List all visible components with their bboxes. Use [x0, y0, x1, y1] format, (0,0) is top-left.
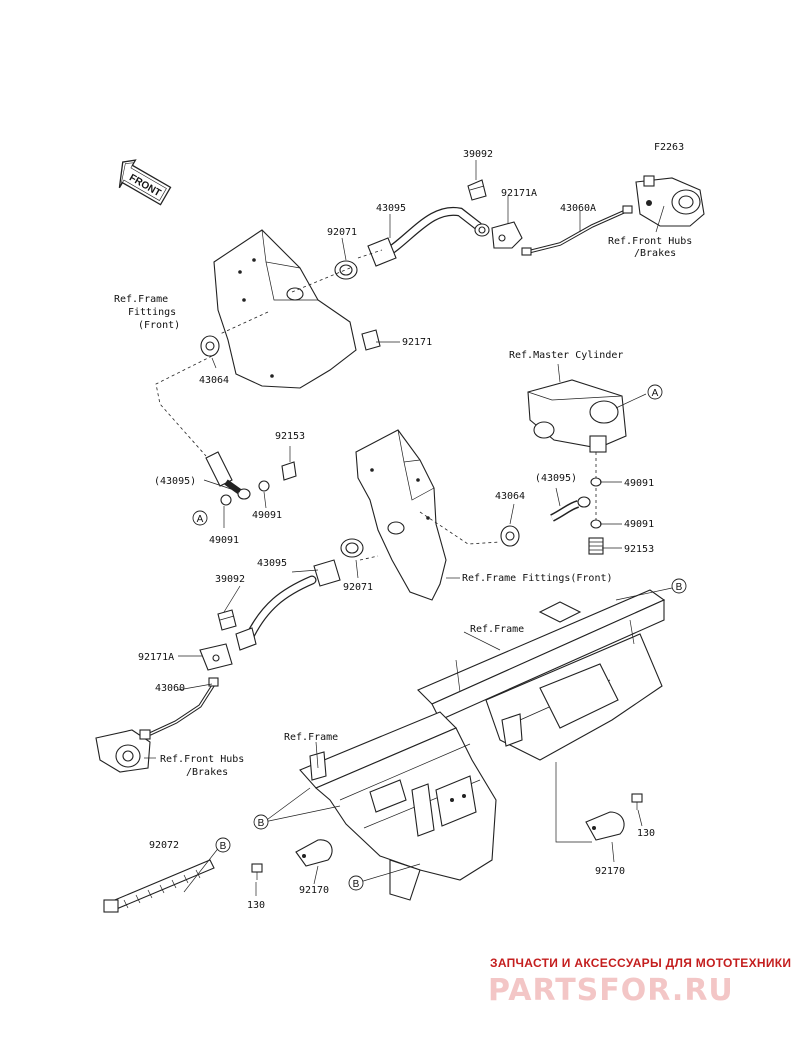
ref-front-hubs-top-line2: /Brakes: [634, 248, 676, 259]
part-label-43095-paren-right: (43095): [535, 473, 577, 484]
part-label-43064-right: 43064: [495, 491, 525, 502]
part-label-92072: 92072: [149, 840, 179, 851]
ref-frame-fittings-front-line3: (Front): [138, 320, 180, 331]
bolt-130-left: [251, 863, 263, 880]
callout-a-left-hose: A: [192, 510, 208, 526]
ref-master-cylinder: Ref.Master Cylinder: [509, 350, 623, 361]
svg-text:B: B: [676, 582, 683, 593]
ref-frame-fittings-front-inline: Ref.Frame Fittings(Front): [462, 573, 613, 584]
callout-b-frame-top-right: B: [671, 578, 687, 594]
part-label-130-left: 130: [247, 900, 265, 911]
vehicle-main-frame: [299, 589, 666, 901]
clamp-92171: [361, 329, 381, 351]
routing-lines: [155, 249, 597, 561]
clip-39092-top: [467, 179, 487, 201]
leader-lines: [144, 160, 673, 896]
part-label-92170-left: 92170: [299, 885, 329, 896]
grommet-43064-right: [500, 525, 520, 547]
part-label-43095-mid: 43095: [257, 558, 287, 569]
svg-text:A: A: [652, 388, 659, 399]
master-cylinder: [527, 379, 627, 453]
brake-hose-43060: [149, 677, 219, 736]
clamp-92170-right: [585, 811, 625, 841]
watermark-tagline: ЗАПЧАСТИ И АКСЕССУАРЫ ДЛЯ МОТОТЕХНИКИ: [490, 956, 791, 970]
part-label-92171: 92171: [402, 337, 432, 348]
callout-b-cable-tie: B: [215, 837, 231, 853]
part-label-92071-top: 92071: [327, 227, 357, 238]
svg-text:B: B: [353, 879, 360, 890]
ref-frame-fittings-front-line1: Ref.Frame: [114, 294, 168, 305]
part-label-92071-mid: 92071: [343, 582, 373, 593]
clamp-92171a-top: [491, 221, 523, 249]
front-direction-arrow: FRONT: [118, 159, 172, 206]
part-label-49091-left-b: 49091: [209, 535, 239, 546]
front-right-brake-caliper: [635, 175, 705, 227]
ref-front-hubs-top-line1: Ref.Front Hubs: [608, 236, 692, 247]
svg-text:A: A: [197, 514, 204, 525]
callout-b-frame-left: B: [253, 814, 269, 830]
part-label-49091-left-a: 49091: [252, 510, 282, 521]
front-left-brake-caliper: [95, 729, 151, 773]
part-label-39092-mid: 39092: [215, 574, 245, 585]
part-label-92171a-top: 92171A: [501, 188, 537, 199]
part-label-43060a: 43060A: [560, 203, 596, 214]
part-label-43095-paren-left: (43095): [154, 476, 196, 487]
brake-hose-43060a: [521, 205, 633, 256]
part-label-92153-right: 92153: [624, 544, 654, 555]
bolt-130-right: [631, 793, 643, 810]
part-label-39092-top: 39092: [463, 149, 493, 160]
figure-code: F2263: [654, 142, 684, 153]
clip-39092-mid: [217, 609, 237, 631]
part-label-43064-left: 43064: [199, 375, 229, 386]
ref-front-hubs-bottom-line1: Ref.Front Hubs: [160, 754, 244, 765]
grommet-43064-left: [200, 335, 220, 357]
cable-tie-92072: [103, 859, 215, 913]
ref-frame-lower: Ref.Frame: [284, 732, 338, 743]
svg-text:B: B: [220, 841, 227, 852]
ref-frame-upper: Ref.Frame: [470, 624, 524, 635]
part-label-43095-top: 43095: [376, 203, 406, 214]
watermark-logo: PARTSFOR.RU: [488, 973, 734, 1008]
callout-b-frame-bottom: B: [348, 875, 364, 891]
clamp-92171a-mid: [199, 643, 233, 671]
grommet-92071-mid: [340, 538, 364, 558]
brake-hose-43095-right: [550, 496, 591, 522]
part-label-49091-right-b: 49091: [624, 519, 654, 530]
part-label-130-right: 130: [637, 828, 655, 839]
middle-frame-fittings-bracket: [355, 429, 447, 601]
ref-frame-fittings-front-line2: Fittings: [128, 307, 176, 318]
part-label-49091-right-a: 49091: [624, 478, 654, 489]
brake-hose-43095-top: [367, 206, 490, 267]
part-label-92153-left: 92153: [275, 431, 305, 442]
ref-front-hubs-bottom-line2: /Brakes: [186, 767, 228, 778]
part-label-43060: 43060: [155, 683, 185, 694]
svg-text:B: B: [258, 818, 265, 829]
brake-hose-43095-mid: [235, 559, 341, 651]
grommet-92071-top: [334, 260, 358, 280]
callout-a-master-cylinder: A: [647, 384, 663, 400]
part-label-92171a-mid: 92171A: [138, 652, 174, 663]
brake-hose-43095-left: [205, 451, 297, 506]
clamp-92170-left: [295, 839, 333, 867]
part-label-92170-right: 92170: [595, 866, 625, 877]
upper-frame-fittings-bracket: [213, 229, 357, 389]
